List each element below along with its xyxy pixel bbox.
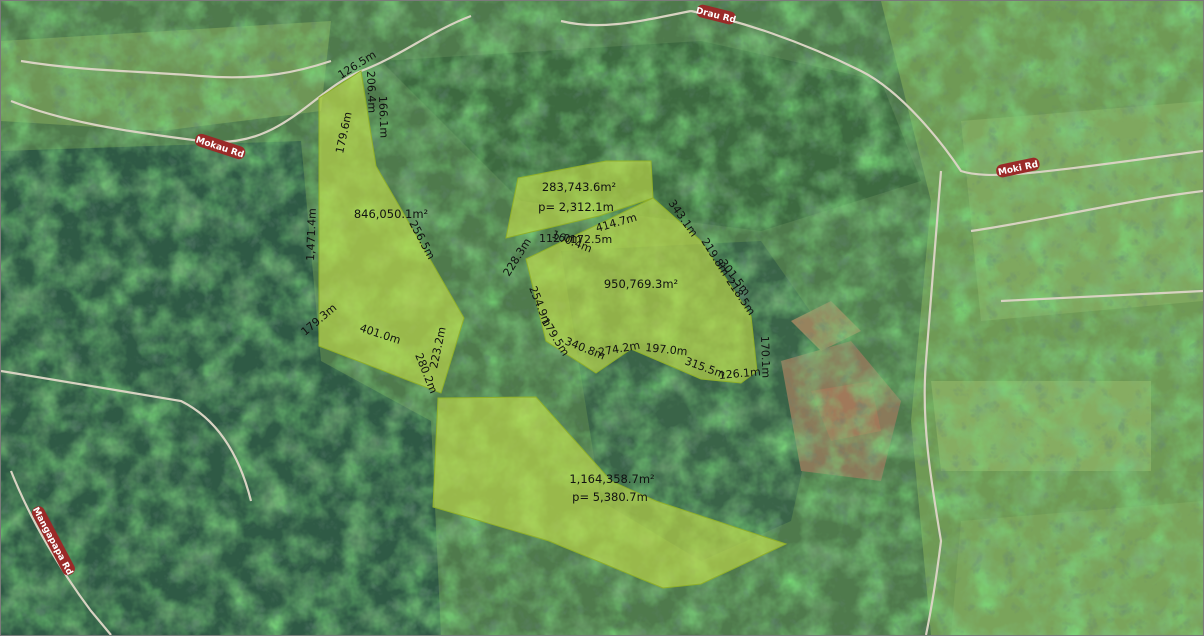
area-polygon-a1[interactable] bbox=[318, 70, 465, 394]
road-network bbox=[1, 9, 1203, 635]
segment-label: 206.4m bbox=[364, 71, 378, 114]
segment-label: 197.0m bbox=[645, 341, 688, 358]
measurement-polygons bbox=[318, 70, 788, 589]
perimeter-label-a4: p= 5,380.7m bbox=[572, 490, 648, 504]
area-polygon-a3[interactable] bbox=[525, 197, 758, 384]
perimeter-label-a2: p= 2,312.1m bbox=[538, 200, 614, 214]
area-labels: 846,050.1m² 283,743.6m² p= 2,312.1m 950,… bbox=[354, 180, 678, 504]
area-label-a4: 1,164,358.7m² bbox=[569, 472, 654, 486]
area-label-a1: 846,050.1m² bbox=[354, 207, 428, 221]
segment-label: 172.5m bbox=[570, 233, 612, 246]
area-polygon-a4[interactable] bbox=[432, 396, 788, 589]
segment-label: 166.1m bbox=[376, 96, 390, 139]
segment-label: 170.1m bbox=[758, 336, 772, 379]
area-label-a3: 950,769.3m² bbox=[604, 277, 678, 291]
area-label-a2: 283,743.6m² bbox=[542, 180, 616, 194]
segment-label: 112.0m bbox=[539, 232, 581, 245]
segment-label: 126.1m bbox=[718, 365, 761, 382]
segment-label: 1,471.4m bbox=[304, 208, 319, 261]
